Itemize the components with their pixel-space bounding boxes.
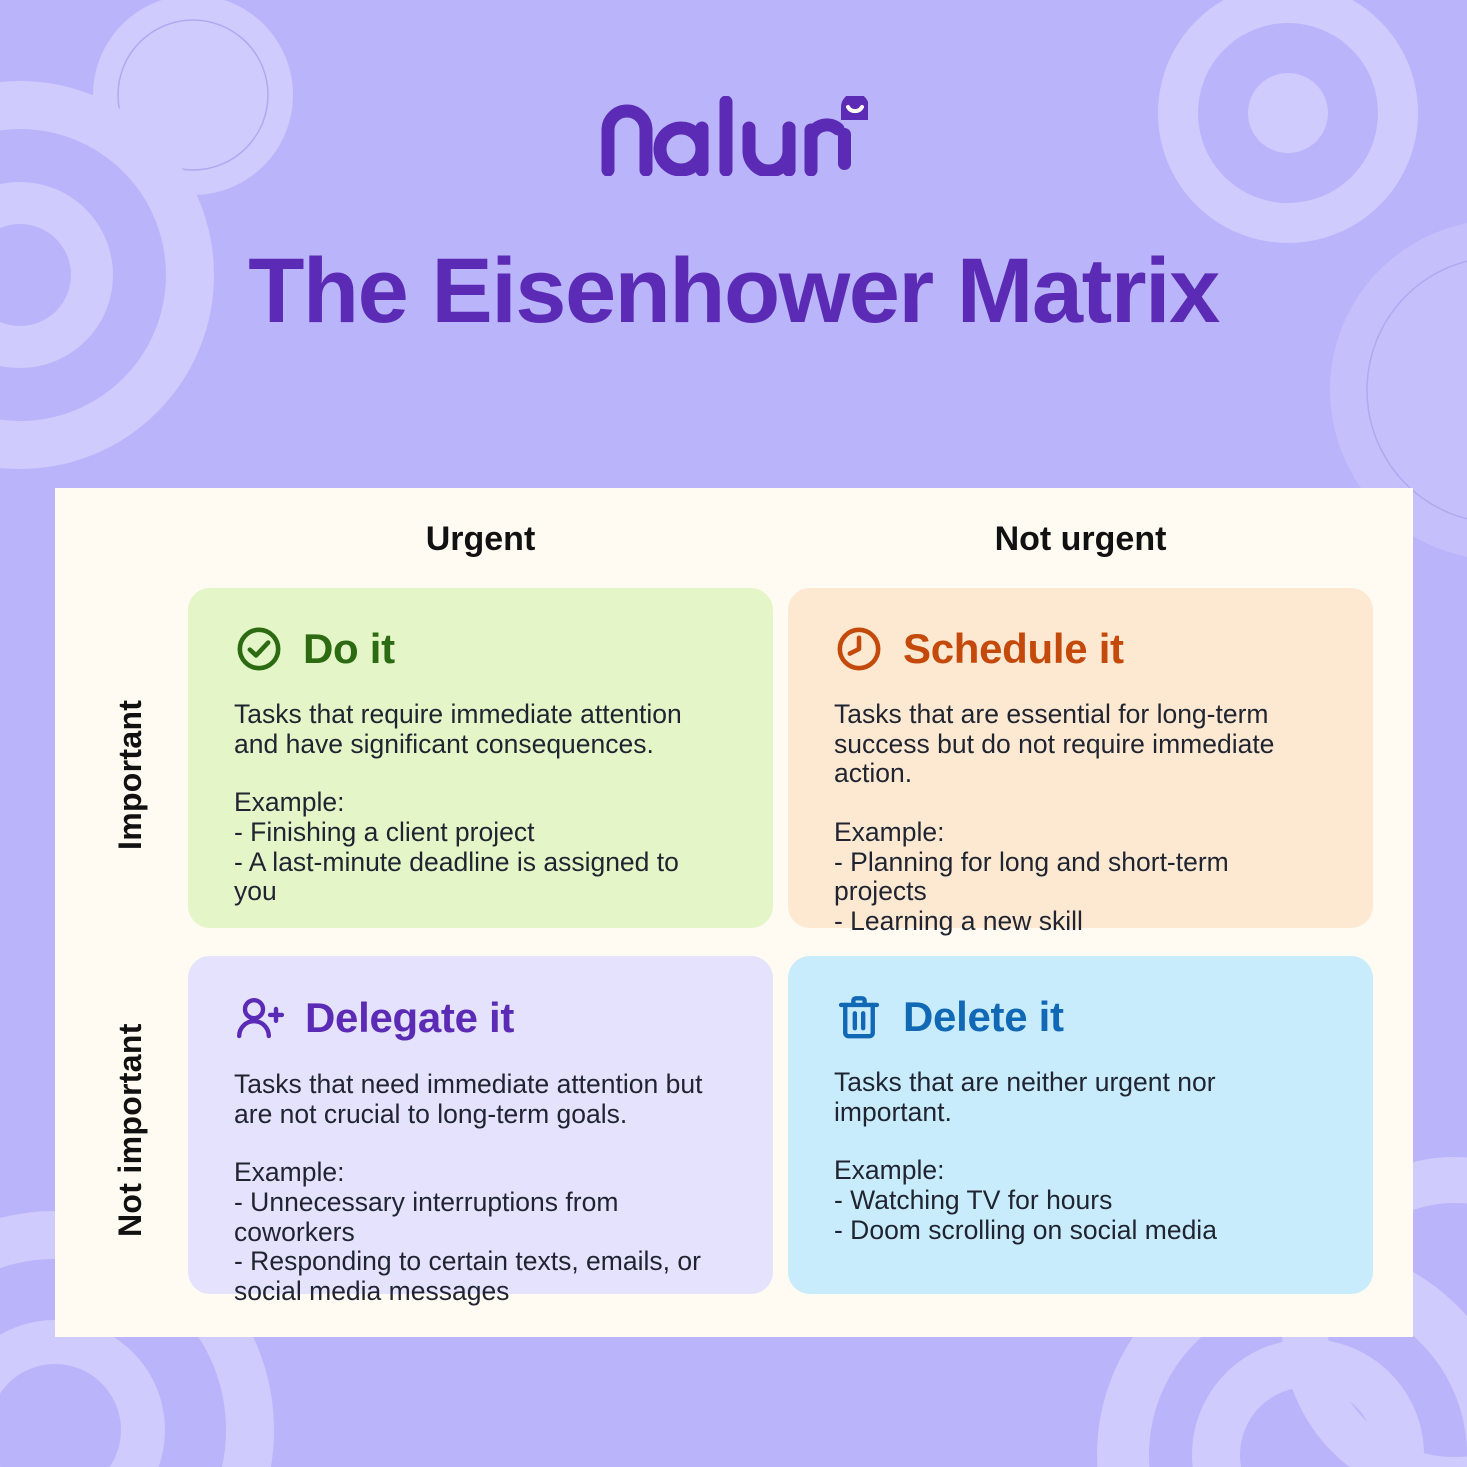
quadrant-description-schedule-it: Tasks that are essential for long-term s…	[834, 699, 1275, 789]
trash-icon	[834, 992, 884, 1042]
row-label-not-important: Not important	[112, 1023, 148, 1237]
clock-icon	[834, 624, 884, 674]
check-circle-icon	[234, 624, 284, 674]
quadrant-do-it[interactable]: Do it Tasks that require immediate atten…	[188, 588, 773, 928]
person-plus-icon	[234, 992, 286, 1044]
naluri-logo	[600, 96, 868, 176]
quadrant-examples-do-it: - Finishing a client project - A last-mi…	[234, 817, 679, 907]
quadrant-title-schedule-it: Schedule it	[903, 625, 1124, 672]
row-label-important: Important	[112, 699, 148, 851]
decor-ring-bottomleft-inner	[0, 1320, 165, 1467]
quadrant-example-label-schedule-it: Example:	[834, 817, 945, 848]
quadrant-delete-it[interactable]: Delete it Tasks that are neither urgent …	[788, 956, 1373, 1294]
column-header-not-urgent: Not urgent	[994, 520, 1167, 558]
quadrant-examples-schedule-it: - Planning for long and short-term proje…	[834, 846, 1229, 937]
quadrant-example-label-delete-it: Example:	[834, 1155, 945, 1186]
quadrant-example-label-delegate-it: Example:	[234, 1157, 345, 1188]
decor-ring-bottomright-mid	[1192, 1339, 1424, 1467]
quadrant-examples-delete-it: - Watching TV for hours - Doom scrolling…	[834, 1185, 1217, 1245]
quadrant-heading-delegate-it: Delegate it	[234, 992, 727, 1044]
quadrant-description-delete-it: Tasks that are neither urgent nor import…	[834, 1067, 1216, 1127]
quadrant-title-delete-it: Delete it	[903, 993, 1064, 1040]
quadrant-heading-delete-it: Delete it	[834, 992, 1327, 1042]
quadrant-example-label-do-it: Example:	[234, 787, 345, 818]
column-header-urgent: Urgent	[425, 520, 536, 558]
quadrant-description-do-it: Tasks that require immediate attention a…	[234, 699, 682, 759]
page-title: The Eisenhower Matrix	[248, 240, 1220, 342]
quadrant-description-delegate-it: Tasks that need immediate attention but …	[234, 1069, 703, 1129]
quadrant-delegate-it[interactable]: Delegate it Tasks that need immediate at…	[188, 956, 773, 1306]
quadrant-heading-schedule-it: Schedule it	[834, 624, 1327, 674]
quadrant-title-do-it: Do it	[303, 625, 395, 672]
quadrant-title-delegate-it: Delegate it	[305, 994, 515, 1041]
quadrant-examples-delegate-it: - Unnecessary interruptions from coworke…	[234, 1187, 701, 1307]
page-header: The Eisenhower Matrix	[0, 0, 1467, 337]
quadrant-schedule-it[interactable]: Schedule it Tasks that are essential for…	[788, 588, 1373, 936]
quadrant-heading-do-it: Do it	[234, 624, 727, 674]
